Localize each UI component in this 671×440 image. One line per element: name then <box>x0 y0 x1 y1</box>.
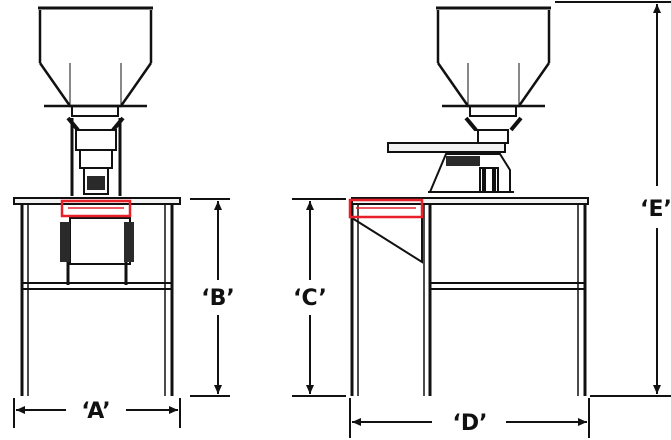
side-hopper <box>436 6 551 132</box>
dimension-e <box>555 1 671 397</box>
front-table <box>13 197 181 396</box>
front-feeder <box>66 105 125 196</box>
side-feeder-tray <box>387 129 514 193</box>
dimension-a <box>13 398 181 428</box>
side-view <box>348 6 589 396</box>
dimension-d <box>349 398 590 438</box>
front-view <box>13 6 181 396</box>
dimension-a-label: ‘A’ <box>81 399 110 424</box>
dimension-e-label: ‘E’ <box>640 197 671 222</box>
side-table <box>350 197 589 396</box>
dimension-c <box>292 198 346 397</box>
dimension-b-label: ‘B’ <box>201 286 234 311</box>
front-bracket <box>60 217 134 285</box>
front-hopper <box>38 6 153 108</box>
side-highlight-part <box>348 198 424 219</box>
front-highlight-part <box>60 199 132 218</box>
dimension-c-label: ‘C’ <box>293 286 327 311</box>
dimension-b <box>190 198 230 397</box>
dimension-d-label: ‘D’ <box>453 411 488 436</box>
